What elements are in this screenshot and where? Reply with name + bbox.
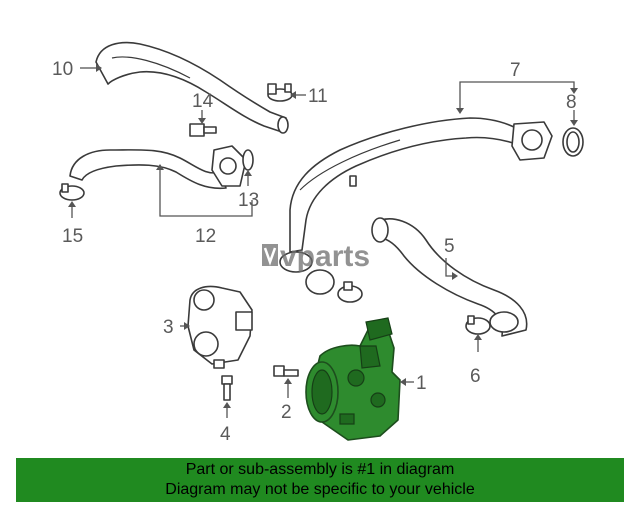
watermark-text: vparts	[280, 240, 370, 273]
callout-11: 11	[308, 86, 328, 107]
part-12-hose[interactable]	[69, 145, 247, 190]
callout-12: 12	[195, 226, 216, 247]
part-3-thermostat-housing[interactable]	[187, 285, 253, 369]
part-10-hose[interactable]	[95, 41, 289, 134]
callout-1: 1	[416, 373, 427, 394]
callout-4: 4	[220, 424, 231, 445]
vparts-logo-watermark: vparts	[262, 240, 370, 273]
clamp-lower[interactable]	[305, 269, 363, 303]
callout-13: 13	[238, 190, 259, 211]
callout-2: 2	[281, 402, 292, 423]
part-6-clamp[interactable]	[465, 315, 491, 335]
part-11-clamp[interactable]	[267, 83, 293, 102]
part-14-bolt[interactable]	[189, 123, 217, 137]
part-2-bolt[interactable]	[273, 365, 299, 377]
part-5-hose[interactable]	[371, 217, 528, 337]
banner-line-1: Part or sub-assembly is #1 in diagram	[185, 461, 455, 478]
parts-diagram: 10 11 14 12 13 15	[52, 41, 584, 445]
callout-3: 3	[163, 317, 174, 338]
part-13-o-ring[interactable]	[242, 149, 254, 171]
callout-5: 5	[444, 236, 455, 257]
callout-14: 14	[192, 91, 214, 112]
part-15-clamp[interactable]	[59, 183, 85, 201]
callout-6: 6	[470, 366, 481, 387]
info-banner: Part or sub-assembly is #1 in diagram Di…	[16, 458, 624, 502]
part-4-bolt[interactable]	[221, 375, 233, 401]
banner-line-2: Diagram may not be specific to your vehi…	[165, 481, 475, 498]
callout-8: 8	[566, 92, 577, 113]
callout-7: 7	[510, 60, 521, 81]
part-8-o-ring[interactable]	[562, 127, 584, 157]
callout-15: 15	[62, 226, 83, 247]
callout-10: 10	[52, 59, 73, 80]
part-7-hose[interactable]	[279, 117, 553, 273]
part-1-water-pump[interactable]	[305, 317, 401, 441]
